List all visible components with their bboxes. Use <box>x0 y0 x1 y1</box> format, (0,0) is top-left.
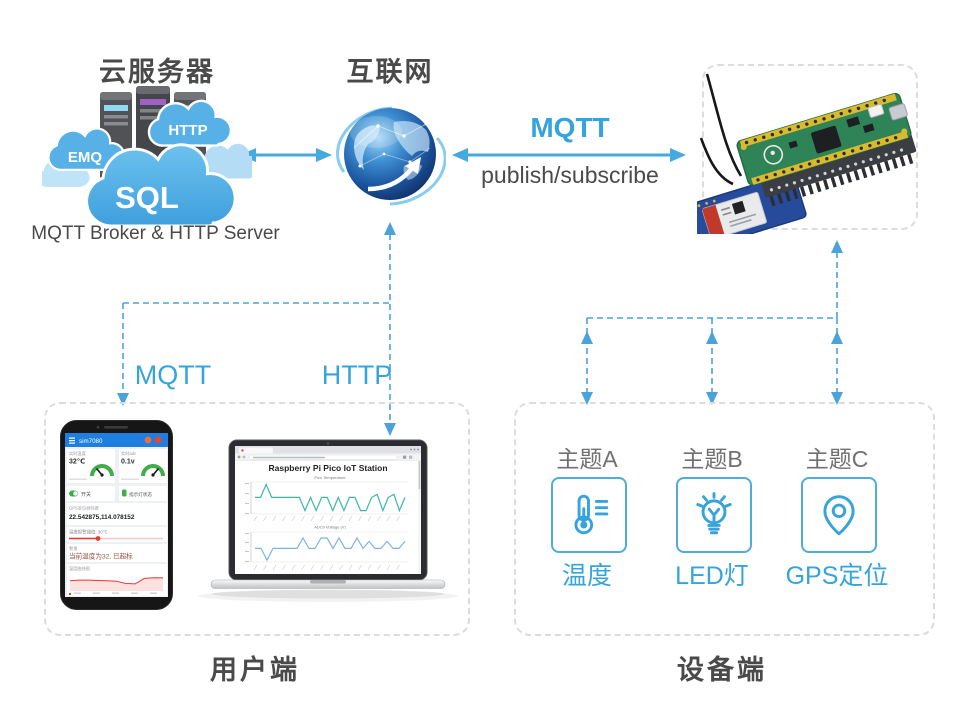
svg-text:GPS定位经纬度: GPS定位经纬度 <box>69 505 100 512</box>
mqtt-link-label: MQTT <box>530 112 610 143</box>
phone-threshold-card: 温度报警阈值: 30℃ <box>67 527 167 542</box>
thermometer-icon <box>574 494 609 535</box>
menu-icon <box>69 437 75 444</box>
phone-mockup: sim7080 实时温度 32℃ 实时adc 0.1v 开 <box>60 420 173 610</box>
slider-knob <box>95 536 101 541</box>
cloud-server-graphic: HTTP EMQ SQL <box>42 86 252 228</box>
user-link-mqtt-label: MQTT <box>134 360 212 390</box>
location-pin-icon <box>823 495 855 536</box>
lamp-icon <box>122 489 127 497</box>
dashed-user-arrowheads <box>117 222 396 436</box>
gauge-icon <box>141 464 165 477</box>
phone-speaker <box>104 426 128 429</box>
globe-icon <box>336 106 446 206</box>
phone-alarm-card: 警报 当前温度为32, 已超标 <box>67 544 167 562</box>
topic-a-name: 主题A <box>556 446 618 472</box>
dashed-device-arrowheads <box>581 240 843 405</box>
phone-temp-card: 实时温度 32℃ <box>67 449 115 483</box>
topic-a-icon-box <box>551 477 627 553</box>
arrow-globe-pico <box>452 148 686 162</box>
svg-text:实时adc: 实时adc <box>121 450 136 457</box>
phone-header-icon-1 <box>144 436 152 444</box>
user-caption: 用户端 <box>210 655 300 685</box>
webcam-icon <box>326 442 330 445</box>
laptop-chart2 <box>245 531 408 571</box>
phone-chart-card: 温度曲线图 <box>67 564 167 596</box>
dashed-user-links <box>122 234 391 424</box>
user-box <box>44 402 470 636</box>
topic-a-label: 温度 <box>561 562 612 590</box>
internet-title: 互联网 <box>346 57 434 87</box>
pico-box <box>702 64 918 230</box>
arrow-cloud-globe <box>240 148 332 162</box>
topic-c-icon-box <box>801 477 877 553</box>
phone-app-title: sim7080 <box>79 438 103 445</box>
topic-b-label: LED灯 <box>675 562 749 590</box>
pico-board-image <box>697 73 917 234</box>
laptop-chart1 <box>245 481 408 522</box>
svg-text:警报: 警报 <box>69 545 78 552</box>
svg-text:22.542875,114.078152: 22.542875,114.078152 <box>69 514 135 521</box>
topic-c-name: 主题C <box>805 446 869 472</box>
cloud-server-caption: MQTT Broker & HTTP Server <box>31 223 280 244</box>
laptop-mockup: Raspberry Pi Pico IoT Station Pico Tempe… <box>198 439 458 602</box>
cloud-sql: SQL <box>115 180 179 215</box>
phone-adc-card: 实时adc 0.1v <box>119 449 167 483</box>
phone-gps-card: GPS定位经纬度 22.542875,114.078152 <box>67 503 167 525</box>
topic-b-name: 主题B <box>681 446 743 472</box>
mqtt-link-mode: publish/subscribe <box>481 162 659 188</box>
user-link-http-label: HTTP <box>321 360 393 390</box>
svg-text:开关: 开关 <box>81 491 91 498</box>
browser-chrome <box>235 446 421 574</box>
phone-switch-card: 开关 <box>67 486 115 501</box>
phone-camera <box>96 425 100 429</box>
bulb-icon <box>696 492 732 535</box>
cloud-emq: EMQ <box>68 149 103 166</box>
dashed-device-links <box>586 252 838 394</box>
cloud-http: HTTP <box>168 122 207 139</box>
topic-c-label: GPS定位 <box>785 562 889 590</box>
device-box <box>514 402 935 636</box>
svg-text:温度报警阈值: 30℃: 温度报警阈值: 30℃ <box>69 529 108 536</box>
phone-lamp-card: 指示灯状态 <box>119 486 167 501</box>
phone-app-header <box>65 433 168 447</box>
laptop-page-title: Raspberry Pi Pico IoT Station <box>268 463 387 473</box>
device-caption: 设备端 <box>677 655 767 685</box>
gauge-icon <box>90 464 114 477</box>
topic-b-icon-box <box>676 477 752 553</box>
svg-text:0.1v: 0.1v <box>121 459 135 466</box>
laptop-chart1-title: Pico Temperature <box>314 475 346 480</box>
phone-header-icon-2 <box>154 436 162 444</box>
cloud-server-title: 云服务器 <box>99 57 215 87</box>
laptop-chart2-title: ADC0 Voltage (V) <box>314 525 346 530</box>
svg-text:指示灯状态: 指示灯状态 <box>129 491 152 498</box>
svg-text:实时温度: 实时温度 <box>69 450 87 457</box>
svg-text:温度曲线图: 温度曲线图 <box>69 565 90 572</box>
svg-text:当前温度为32, 已超标: 当前温度为32, 已超标 <box>69 552 133 561</box>
svg-text:32℃: 32℃ <box>69 458 85 466</box>
